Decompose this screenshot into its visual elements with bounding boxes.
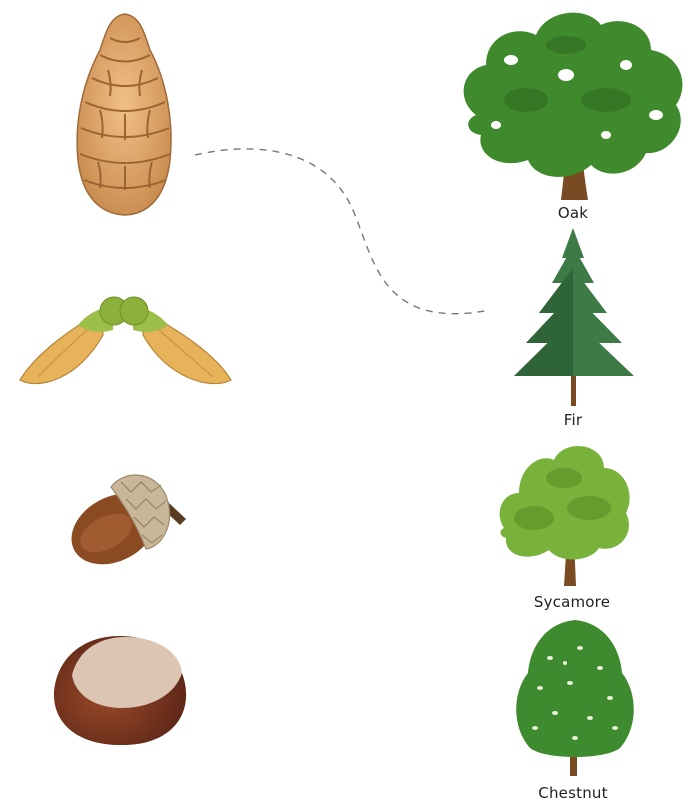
- oak-tree-image[interactable]: [456, 5, 690, 200]
- tree-label-oak: Oak: [558, 204, 588, 222]
- sycamore-seed-image[interactable]: [18, 295, 233, 395]
- tree-label-sycamore: Sycamore: [534, 593, 610, 611]
- tree-label-fir: Fir: [564, 411, 582, 429]
- chestnut-tree-image[interactable]: [510, 618, 640, 778]
- pine-cone-image[interactable]: [70, 10, 180, 220]
- tree-label-chestnut: Chestnut: [538, 784, 607, 802]
- conker-image[interactable]: [50, 633, 190, 748]
- sycamore-tree-image[interactable]: [494, 438, 636, 586]
- acorn-image[interactable]: [66, 467, 191, 567]
- fir-tree-image[interactable]: [512, 228, 637, 408]
